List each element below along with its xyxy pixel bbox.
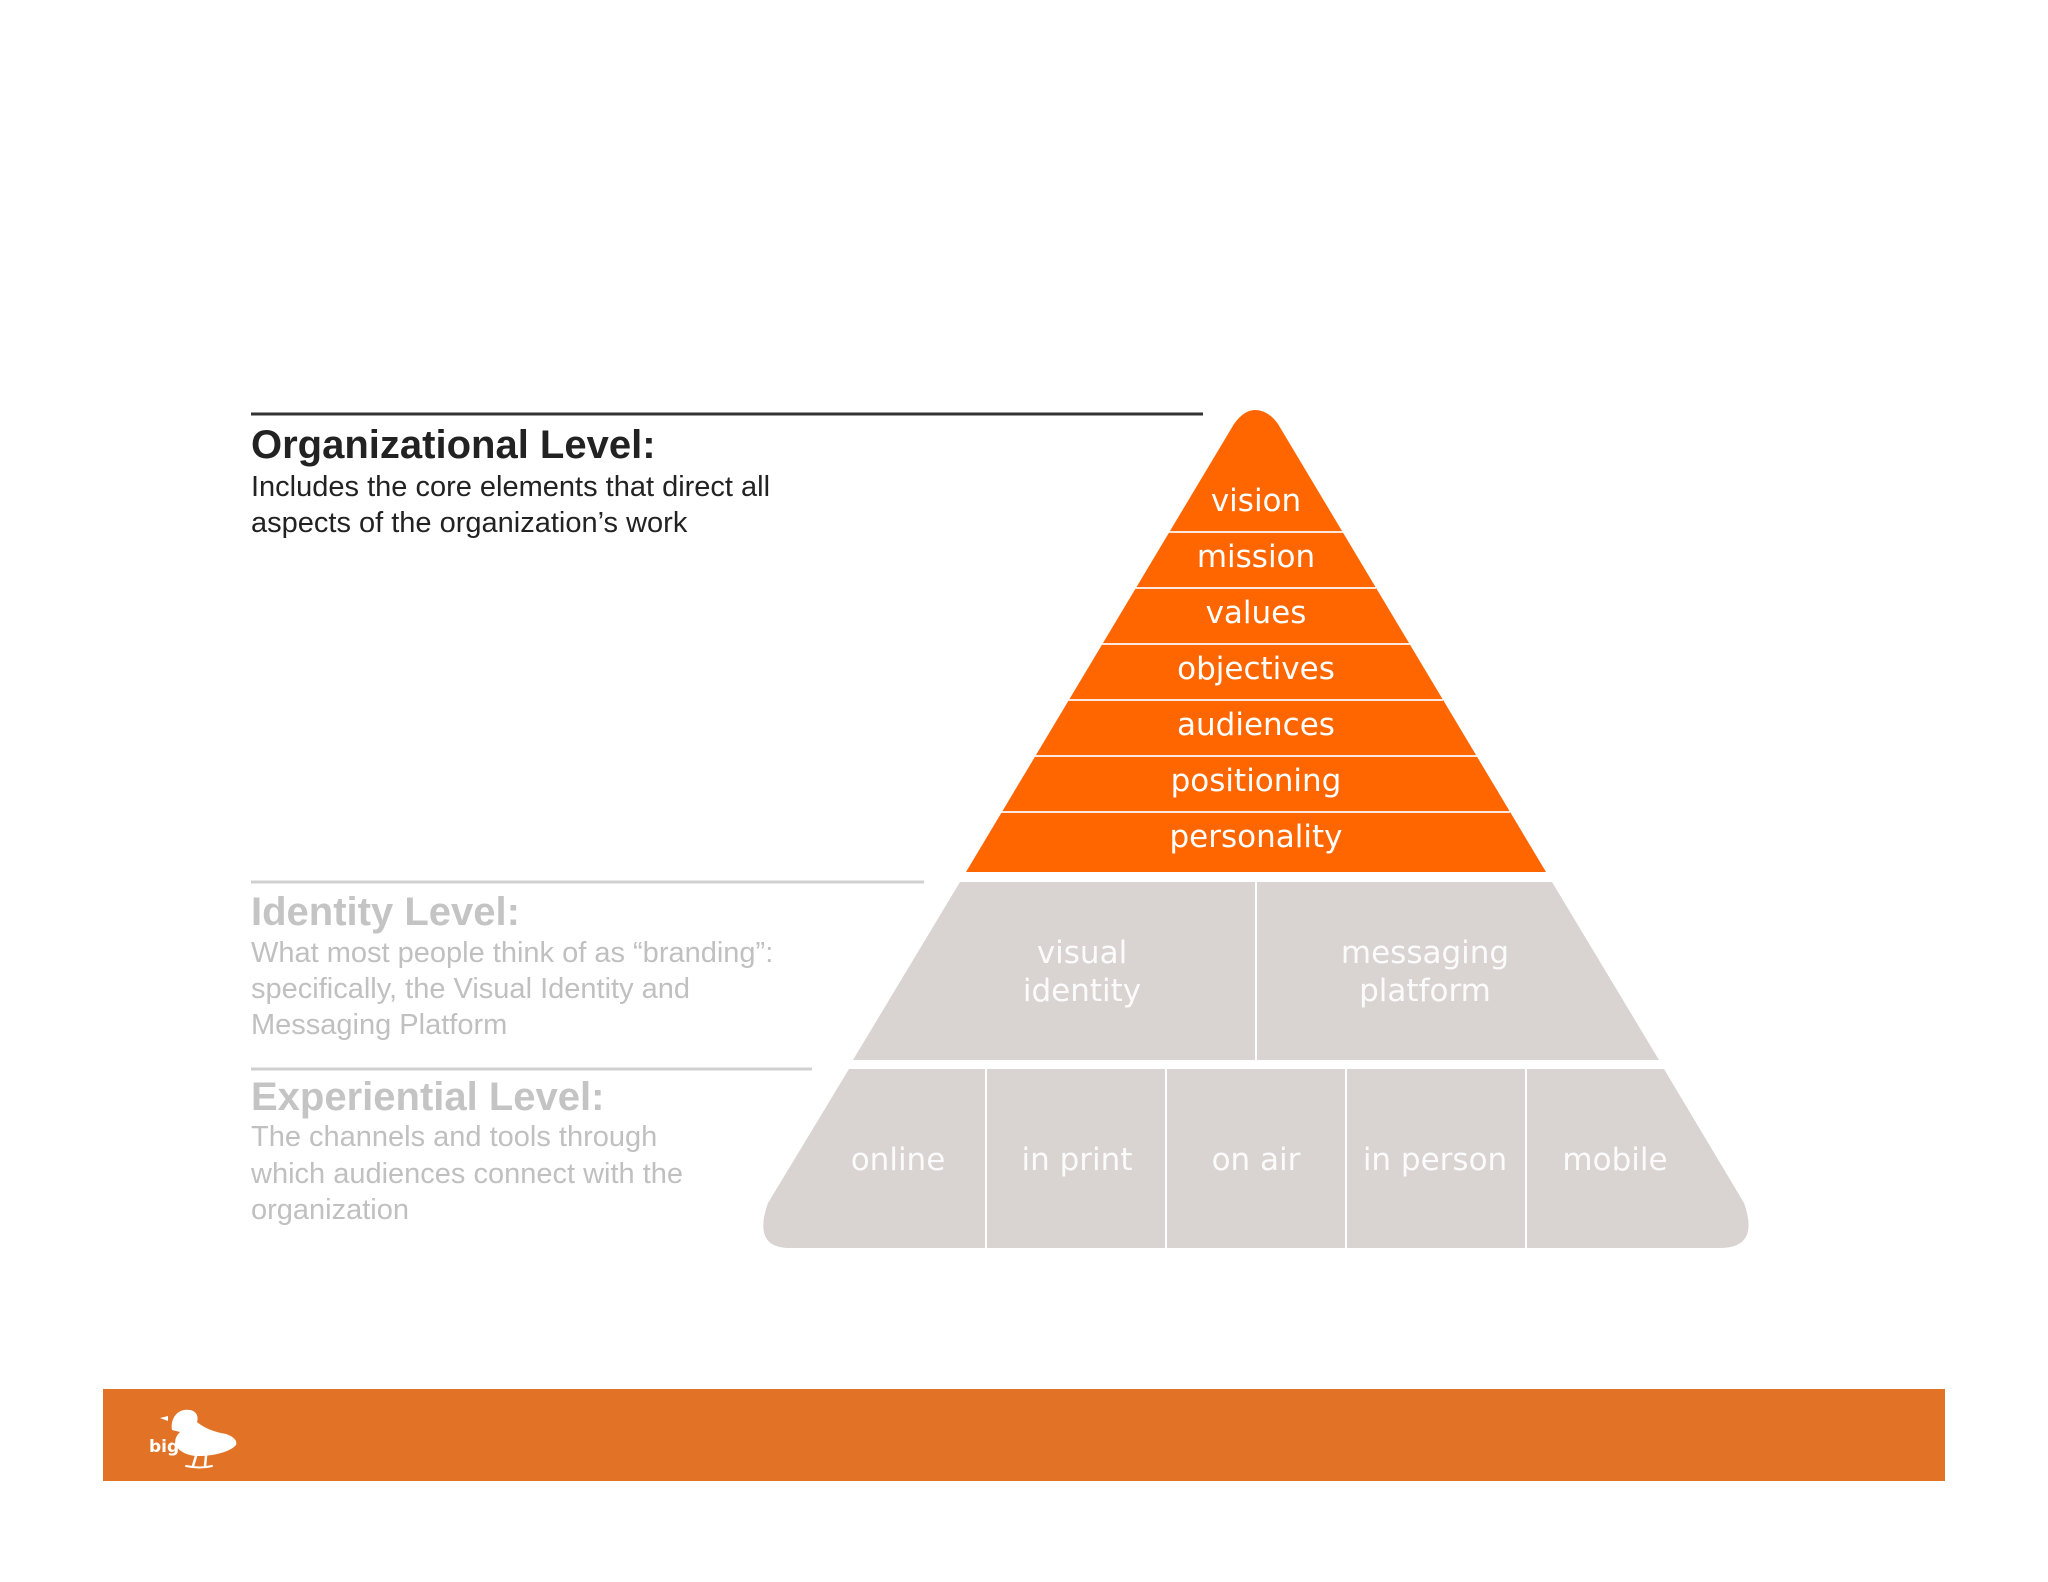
experiential-tier-shape [763,1069,1749,1248]
identity-level-desc-line2: specifically, the Visual Identity and [251,973,690,1005]
identity-cell-visual-line2: identity [1023,973,1141,1009]
experiential-cell-in-person: in person [1363,1142,1507,1178]
identity-cell-messaging-line1: messaging [1341,935,1509,971]
duck-icon [160,1409,237,1469]
footer-bar: big [103,1389,1945,1481]
layer-mission: mission [1197,539,1315,575]
identity-level-desc-line1: What most people think of as “branding”: [251,937,773,969]
identity-cell-messaging-line2: platform [1359,973,1491,1009]
experiential-level-desc-line3: organization [251,1194,409,1226]
organizational-level-desc-line1: Includes the core elements that direct a… [251,471,770,503]
footer-band [103,1389,1945,1481]
organizational-tier-shape [966,410,1546,872]
footer-logo: big [149,1409,237,1469]
organizational-level-title: Organizational Level: [251,423,656,467]
layer-personality: personality [1170,819,1343,855]
layer-vision: vision [1211,483,1301,519]
footer-logo-text: big [149,1437,179,1457]
layer-objectives: objectives [1177,651,1335,687]
identity-cell-visual-line1: visual [1037,935,1127,971]
organizational-level-block: Organizational Level: Includes the core … [251,412,1203,539]
experiential-level-block: Experiential Level: The channels and too… [250,1067,812,1226]
organizational-tier: vision mission values objectives audienc… [966,410,1546,872]
experiential-level-desc-line1: The channels and tools through [251,1121,657,1153]
layer-values: values [1206,595,1307,631]
organizational-level-desc-line2: aspects of the organization’s work [251,507,688,539]
experiential-cell-online: online [851,1142,946,1178]
experiential-cell-mobile: mobile [1562,1142,1667,1178]
experiential-tier: online in print on air in person mobile [763,1069,1749,1248]
identity-level-block: Identity Level: What most people think o… [251,880,924,1041]
identity-tier: visual identity messaging platform [853,882,1659,1060]
experiential-level-title: Experiential Level: [251,1075,604,1119]
experiential-cell-on-air: on air [1212,1142,1301,1178]
identity-level-title: Identity Level: [251,890,520,934]
layer-audiences: audiences [1177,707,1335,743]
layer-positioning: positioning [1171,763,1342,799]
identity-level-desc-line3: Messaging Platform [251,1009,507,1041]
brand-pyramid: vision mission values objectives audienc… [763,410,1749,1248]
experiential-level-desc-line2: which audiences connect with the [250,1158,683,1190]
experiential-cell-in-print: in print [1022,1142,1133,1178]
